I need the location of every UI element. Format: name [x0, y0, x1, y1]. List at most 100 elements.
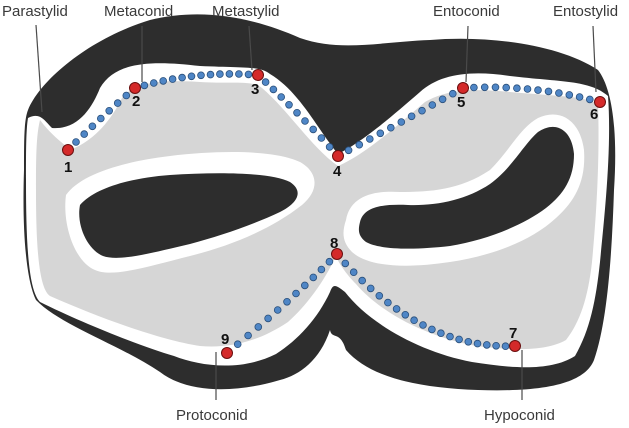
semilandmark-dot	[206, 70, 215, 79]
semilandmark-dot	[365, 135, 374, 143]
landmark-dot-7	[509, 340, 521, 352]
semilandmark-dot	[376, 129, 385, 138]
landmark-dot-9	[221, 347, 233, 359]
semilandmark-dot	[523, 85, 532, 93]
semilandmark-dot	[428, 325, 436, 334]
semilandmark-dot	[585, 95, 594, 104]
label-entostylid: Entostylid	[553, 3, 618, 20]
semilandmark-dot	[244, 331, 252, 340]
semilandmark-dot	[309, 125, 318, 134]
landmark-number-2: 2	[132, 93, 140, 110]
semilandmark-dot	[341, 259, 350, 268]
label-metaconid: Metaconid	[104, 3, 173, 20]
semilandmark-dot	[455, 335, 463, 344]
semilandmark-dot	[407, 112, 416, 121]
semilandmark-dot	[349, 268, 358, 277]
landmark-dot-5	[457, 82, 469, 94]
landmark-number-3: 3	[251, 81, 259, 98]
landmark-number-8: 8	[330, 235, 338, 252]
landmark-dot-8	[331, 248, 343, 260]
semilandmark-dot	[317, 134, 326, 142]
semilandmark-dot	[72, 138, 80, 146]
semilandmark-dot	[491, 83, 500, 92]
label-hypoconid: Hypoconid	[484, 407, 555, 424]
semilandmark-dot	[386, 123, 395, 132]
semilandmark-dot	[168, 75, 177, 83]
semilandmark-dot	[244, 70, 253, 79]
semilandmark-dot	[283, 297, 291, 306]
label-parastylid: Parastylid	[2, 3, 68, 20]
leader-entoconid	[465, 25, 469, 83]
landmark-dot-6	[594, 96, 606, 108]
semilandmark-dot	[410, 316, 418, 325]
semilandmark-dot	[448, 89, 457, 98]
semilandmark-dot	[480, 83, 489, 92]
semilandmark-dot	[233, 340, 242, 349]
semilandmark-dot	[216, 70, 224, 78]
semilandmark-dot	[300, 281, 309, 290]
landmark-number-9: 9	[221, 331, 229, 348]
semilandmark-dot	[464, 337, 473, 346]
semilandmark-dot	[178, 73, 186, 82]
semilandmark-dot	[273, 306, 282, 314]
semilandmark-dot	[355, 140, 364, 149]
landmark-number-1: 1	[64, 159, 72, 176]
semilandmark-dot	[366, 284, 375, 293]
semilandmark-dot	[317, 265, 326, 274]
semilandmark-dot	[97, 114, 105, 123]
semilandmark-dot	[428, 101, 437, 109]
right-fossette	[358, 126, 574, 249]
semilandmark-dot	[384, 298, 392, 307]
semilandmark-dot	[105, 107, 113, 115]
semilandmark-dot	[197, 71, 205, 80]
dentine-surface	[36, 81, 599, 350]
landmark-number-6: 6	[590, 106, 598, 123]
semilandmark-dot	[309, 273, 318, 282]
leader-parastylid	[35, 24, 43, 113]
semilandmark-dot	[344, 146, 353, 155]
semilandmark-dot	[277, 93, 286, 101]
semilandmark-dot	[293, 109, 301, 117]
semilandmark-dot	[225, 70, 234, 78]
semilandmark-dot	[446, 332, 454, 341]
semilandmark-dot	[437, 329, 445, 338]
semilandmark-dots	[72, 70, 594, 351]
semilandmark-dot	[358, 276, 367, 285]
label-metastylid: Metastylid	[212, 3, 280, 20]
semilandmark-dot	[575, 93, 584, 101]
semilandmark-dot	[555, 89, 563, 97]
landmark-number-7: 7	[509, 325, 517, 342]
semilandmark-dot	[261, 78, 270, 86]
cusp-landmarks	[62, 69, 606, 359]
semilandmark-dot	[513, 84, 521, 92]
landmark-number-4: 4	[333, 163, 342, 180]
semilandmark-dot	[292, 289, 300, 298]
semilandmark-dot	[502, 83, 511, 92]
semilandmark-dot	[534, 86, 542, 94]
semilandmark-dot	[565, 91, 574, 99]
semilandmark-dot	[397, 118, 406, 126]
semilandmark-dot	[392, 305, 401, 313]
semilandmark-dot	[418, 106, 426, 115]
leader-metastylid	[248, 25, 253, 71]
semilandmark-dot	[122, 91, 131, 100]
semilandmark-dot	[150, 79, 158, 87]
label-protoconid: Protoconid	[176, 407, 248, 424]
semilandmark-dot	[113, 99, 122, 107]
semilandmark-dot	[492, 341, 500, 350]
label-entoconid: Entoconid	[433, 3, 500, 20]
semilandmark-dot	[473, 339, 482, 348]
semilandmark-dot	[325, 143, 334, 151]
semilandmark-dot	[140, 81, 149, 90]
semilandmark-dot	[254, 323, 263, 331]
semilandmark-dot	[401, 310, 410, 319]
semilandmark-dot	[269, 85, 278, 94]
semilandmark-dot	[544, 87, 553, 96]
landmark-dot-4	[332, 150, 344, 162]
landmark-dot-3	[252, 69, 264, 81]
landmark-dot-2	[129, 82, 141, 94]
semilandmark-dot	[88, 122, 97, 131]
semilandmark-dot	[159, 77, 168, 85]
